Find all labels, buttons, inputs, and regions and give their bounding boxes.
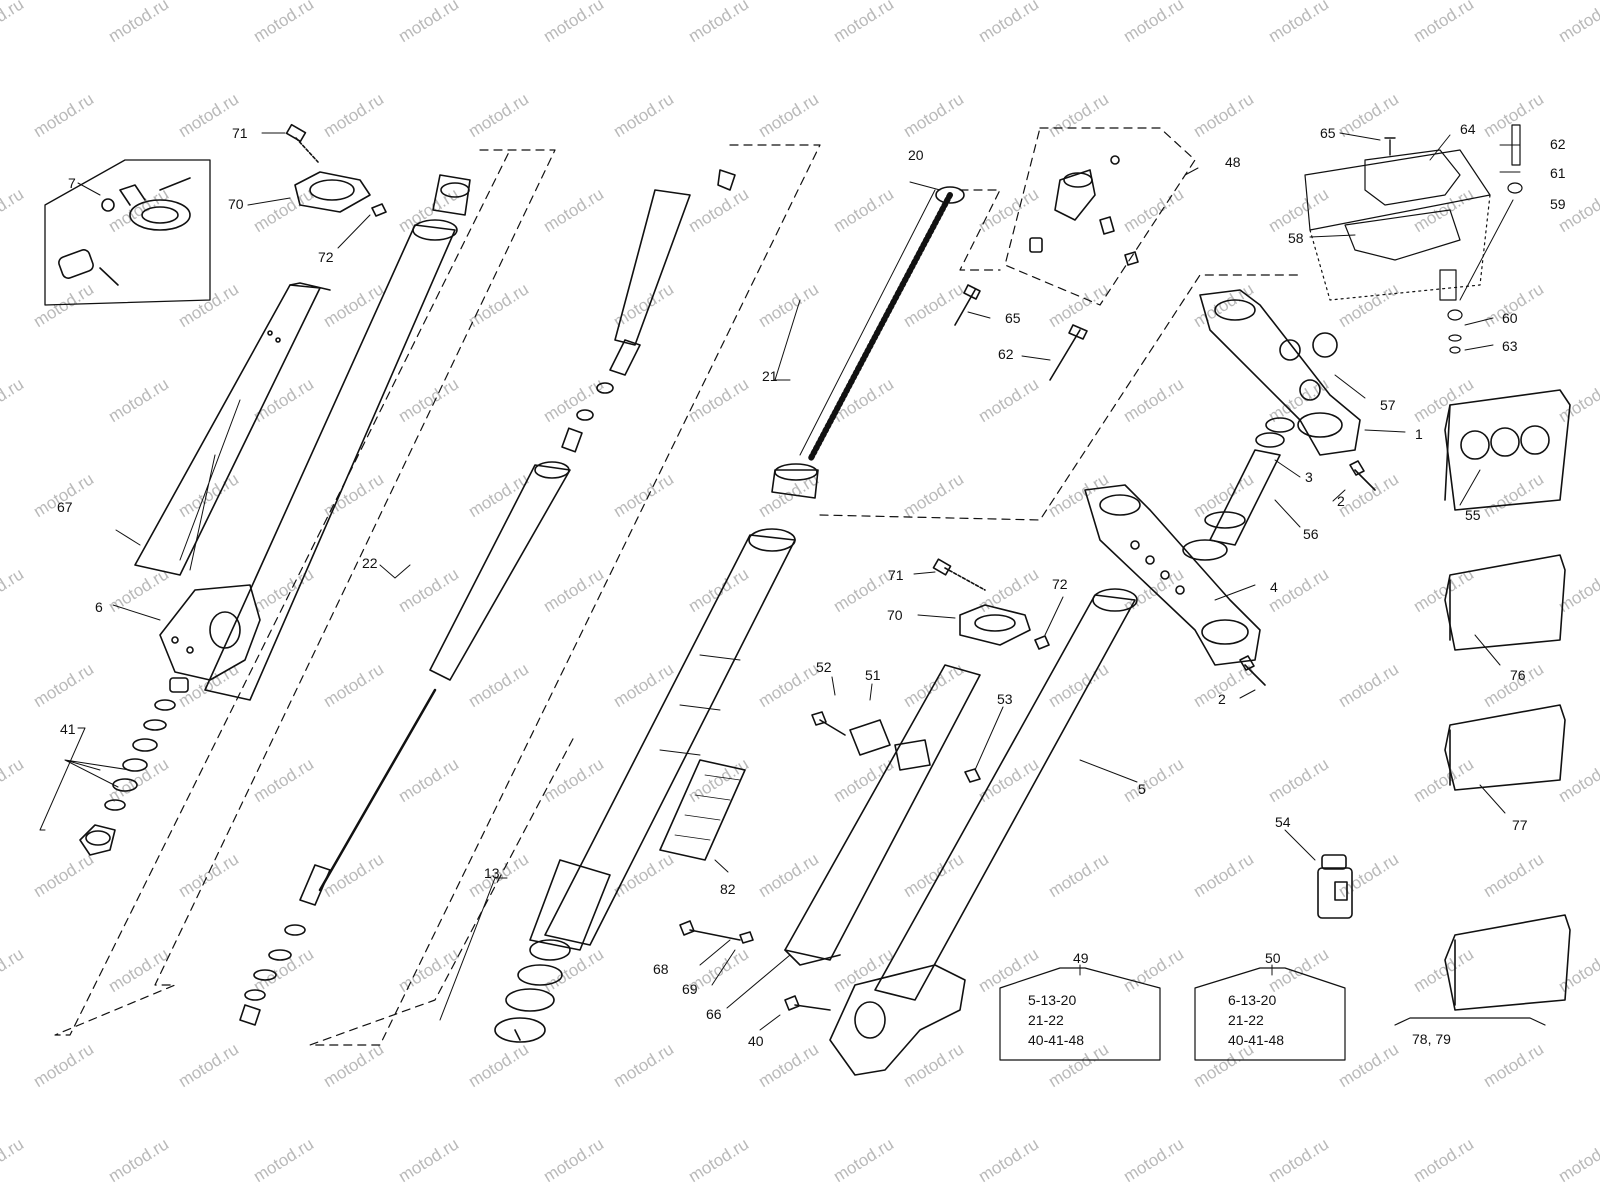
callout-21: 21 <box>762 368 778 384</box>
callout-58: 58 <box>1288 230 1304 246</box>
part-bolt-65 <box>954 284 981 326</box>
callout-64: 64 <box>1460 121 1476 137</box>
callout-59: 59 <box>1550 196 1566 212</box>
part-lower-leg-5 <box>829 964 966 1076</box>
callout-65a: 65 <box>1005 310 1021 326</box>
kit-box-50 <box>1194 967 1346 1061</box>
part-lower-leg-6 <box>159 584 261 681</box>
callout-78-79: 78, 79 <box>1412 1031 1451 1047</box>
callout-69: 69 <box>682 981 698 997</box>
callout-5: 5 <box>1138 781 1146 797</box>
callout-72b: 72 <box>1052 576 1068 592</box>
callout-57: 57 <box>1380 397 1396 413</box>
callout-2a: 2 <box>1337 493 1345 509</box>
callout-56: 56 <box>1303 526 1319 542</box>
callout-61: 61 <box>1550 165 1566 181</box>
callout-13: 13 <box>484 865 500 881</box>
callout-22: 22 <box>362 555 378 571</box>
part-bolt-2b <box>1239 655 1266 686</box>
kit-50-line-1: 6-13-20 <box>1228 992 1277 1008</box>
part-bracket-58-64 <box>1304 124 1523 354</box>
callout-65b: 65 <box>1320 125 1336 141</box>
callout-71a: 71 <box>232 125 248 141</box>
part-inner-tube-left <box>204 174 471 701</box>
kit-50-contents: 6-13-20 21-22 40-41-48 <box>1228 990 1284 1050</box>
part-bolt-40 <box>784 995 831 1011</box>
callout-4: 4 <box>1270 579 1278 595</box>
callout-82: 82 <box>720 881 736 897</box>
callout-76: 76 <box>1510 667 1526 683</box>
callout-2b: 2 <box>1218 691 1226 707</box>
part-nut-53 <box>964 768 981 783</box>
part-top-clamp-1 <box>1199 289 1361 456</box>
part-cover-55 <box>1444 389 1571 511</box>
kit-box-7 <box>44 159 211 306</box>
callout-53: 53 <box>997 691 1013 707</box>
callout-3: 3 <box>1305 469 1313 485</box>
part-clamp-70-right <box>932 558 1050 650</box>
callout-54: 54 <box>1275 814 1291 830</box>
callout-71b: 71 <box>888 567 904 583</box>
part-fork-tube-5 <box>874 588 1138 1001</box>
callout-70b: 70 <box>887 607 903 623</box>
part-spring-21 <box>771 186 965 499</box>
part-bottle-54 <box>1317 854 1353 919</box>
kit-50-line-2: 21-22 <box>1228 1012 1264 1028</box>
callout-60: 60 <box>1502 310 1518 326</box>
callout-51: 51 <box>865 667 881 683</box>
part-stack-41 <box>64 677 189 856</box>
callout-52: 52 <box>816 659 832 675</box>
part-cover-76 <box>1444 554 1566 651</box>
callout-77: 77 <box>1512 817 1528 833</box>
dashed-group-48 <box>1004 127 1196 306</box>
dashed-group-20 <box>959 189 1001 271</box>
part-clamp-7 <box>58 177 191 286</box>
kit-49-contents: 5-13-20 21-22 40-41-48 <box>1028 990 1084 1050</box>
callout-66: 66 <box>706 1006 722 1022</box>
kit-49-number: 49 <box>1073 950 1089 966</box>
kit-49-line-1: 5-13-20 <box>1028 992 1077 1008</box>
callout-41: 41 <box>60 721 76 737</box>
kit-49-line-3: 40-41-48 <box>1028 1032 1085 1048</box>
part-fork-guard <box>659 664 981 966</box>
part-stanchion-13 <box>494 528 796 1043</box>
callout-63: 63 <box>1502 338 1518 354</box>
dashed-group-22 <box>54 149 556 1036</box>
callout-55: 55 <box>1465 507 1481 523</box>
part-cover-77 <box>1444 704 1566 791</box>
callout-67: 67 <box>57 499 73 515</box>
kit-49-line-2: 21-22 <box>1028 1012 1064 1028</box>
callout-40: 40 <box>748 1033 764 1049</box>
dashed-group-spring <box>819 274 1301 521</box>
part-bolt-52 <box>811 711 846 736</box>
part-stem-3-56 <box>1204 417 1295 546</box>
callout-72a: 72 <box>318 249 334 265</box>
kit-50-line-3: 40-41-48 <box>1228 1032 1285 1048</box>
callout-7: 7 <box>68 175 76 191</box>
callout-6: 6 <box>95 599 103 615</box>
leader-lines <box>39 132 1521 1031</box>
kit-50-number: 50 <box>1265 950 1281 966</box>
part-clamp-51 <box>849 719 931 771</box>
callout-20: 20 <box>908 147 924 163</box>
callout-62a: 62 <box>998 346 1014 362</box>
part-bolt-62 <box>1049 324 1088 381</box>
dashed-group-mid <box>309 144 821 1046</box>
part-fork-tube-67 <box>134 282 331 576</box>
part-cap-48 <box>1029 155 1139 266</box>
callout-62b: 62 <box>1550 136 1566 152</box>
part-bolt-2a <box>1349 460 1376 491</box>
callout-70a: 70 <box>228 196 244 212</box>
callout-68: 68 <box>653 961 669 977</box>
part-cover-78-79 <box>1394 914 1571 1026</box>
callout-1: 1 <box>1415 426 1423 442</box>
part-bolt-68-69 <box>679 920 754 944</box>
part-damper-rod <box>239 169 736 1026</box>
part-clamp-70-left <box>285 123 387 217</box>
kit-box-49 <box>999 967 1161 1061</box>
part-bottom-clamp-4 <box>1084 484 1261 666</box>
callout-48: 48 <box>1225 154 1241 170</box>
